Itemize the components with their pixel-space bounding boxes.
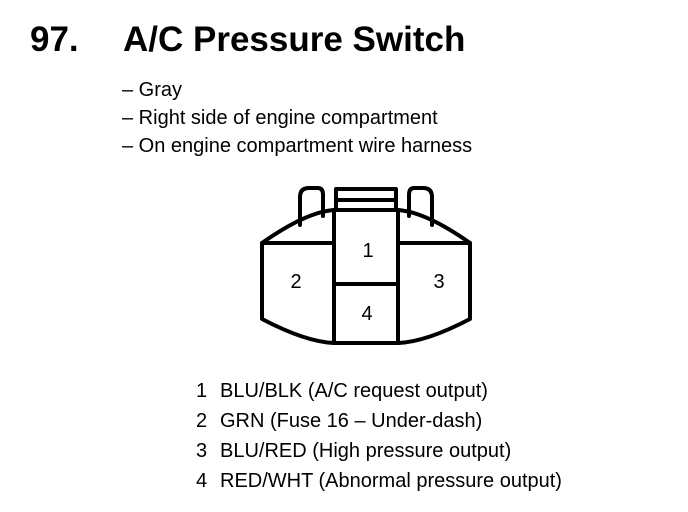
description-color: – Gray — [122, 79, 183, 101]
center-latch-tab — [334, 187, 398, 212]
pin-row: 2 GRN (Fuse 16 – Under-dash) — [196, 406, 562, 436]
pin-description: BLU/BLK (A/C request output) — [220, 380, 488, 402]
terminal-1-label: 1 — [362, 240, 373, 262]
pin-description: BLU/RED (High pressure output) — [220, 440, 512, 462]
terminal-2-label: 2 — [290, 271, 301, 293]
description-location: – Right side of engine compartment — [122, 107, 438, 129]
connector-body-outline — [260, 208, 472, 345]
component-description-list: – Gray – Right side of engine compartmen… — [122, 76, 472, 160]
pin-number: 2 — [196, 410, 208, 432]
pin-number: 3 — [196, 440, 208, 462]
pin-description: GRN (Fuse 16 – Under-dash) — [220, 410, 483, 432]
page-title: A/C Pressure Switch — [123, 20, 466, 59]
pin-number: 4 — [196, 470, 208, 492]
terminal-4-label: 4 — [361, 303, 372, 325]
pin-description: RED/WHT (Abnormal pressure output) — [220, 470, 562, 492]
right-latch-tab — [407, 186, 434, 227]
left-latch-tab — [298, 186, 325, 227]
item-number: 97. — [30, 20, 79, 59]
pin-row: 3 BLU/RED (High pressure output) — [196, 436, 562, 466]
description-harness: – On engine compartment wire harness — [122, 135, 473, 157]
pin-number: 1 — [196, 380, 208, 402]
terminal-dividers — [260, 208, 472, 345]
pin-row: 4 RED/WHT (Abnormal pressure output) — [196, 466, 562, 496]
pin-assignment-list: 1 BLU/BLK (A/C request output) 2 GRN (Fuse… — [196, 376, 562, 496]
terminal-3-label: 3 — [433, 271, 444, 293]
pin-row: 1 BLU/BLK (A/C request output) — [196, 376, 562, 406]
